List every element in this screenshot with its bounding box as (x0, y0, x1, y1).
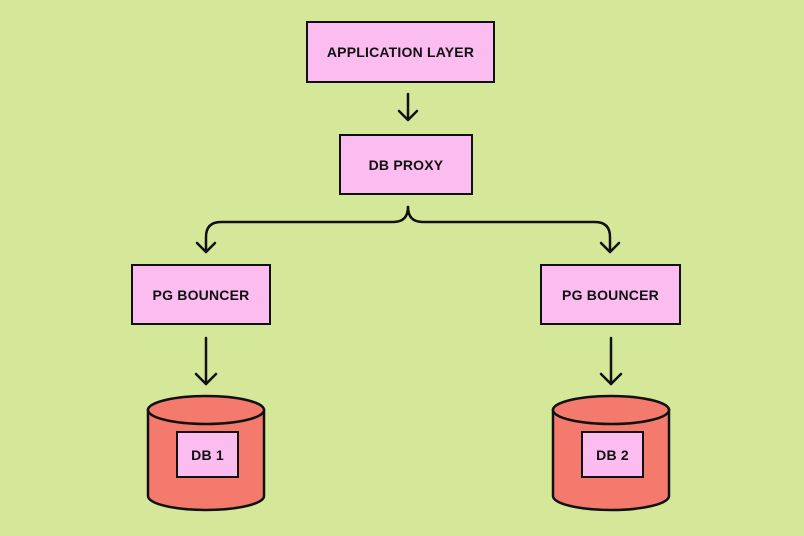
pg-bouncer-right-label: PG BOUNCER (562, 286, 659, 303)
arrow-pgbouncer1-to-db1 (194, 336, 218, 386)
application-layer-box: APPLICATION LAYER (306, 21, 495, 83)
arrow-pgbouncer2-to-db2 (599, 336, 623, 386)
pg-bouncer-left-label: PG BOUNCER (152, 286, 250, 303)
db1-label: DB 1 (191, 446, 224, 463)
db1-label-box: DB 1 (176, 431, 239, 478)
arrow-proxy-split (195, 205, 621, 254)
db2-label-box: DB 2 (581, 431, 644, 478)
arrow-app-to-proxy (397, 92, 419, 122)
pg-bouncer-left-box: PG BOUNCER (131, 264, 271, 325)
application-layer-label: APPLICATION LAYER (326, 44, 475, 60)
pg-bouncer-right-box: PG BOUNCER (540, 264, 681, 325)
db-proxy-box: DB PROXY (339, 134, 473, 195)
db2-label: DB 2 (596, 446, 629, 463)
db-proxy-label: DB PROXY (368, 156, 444, 173)
